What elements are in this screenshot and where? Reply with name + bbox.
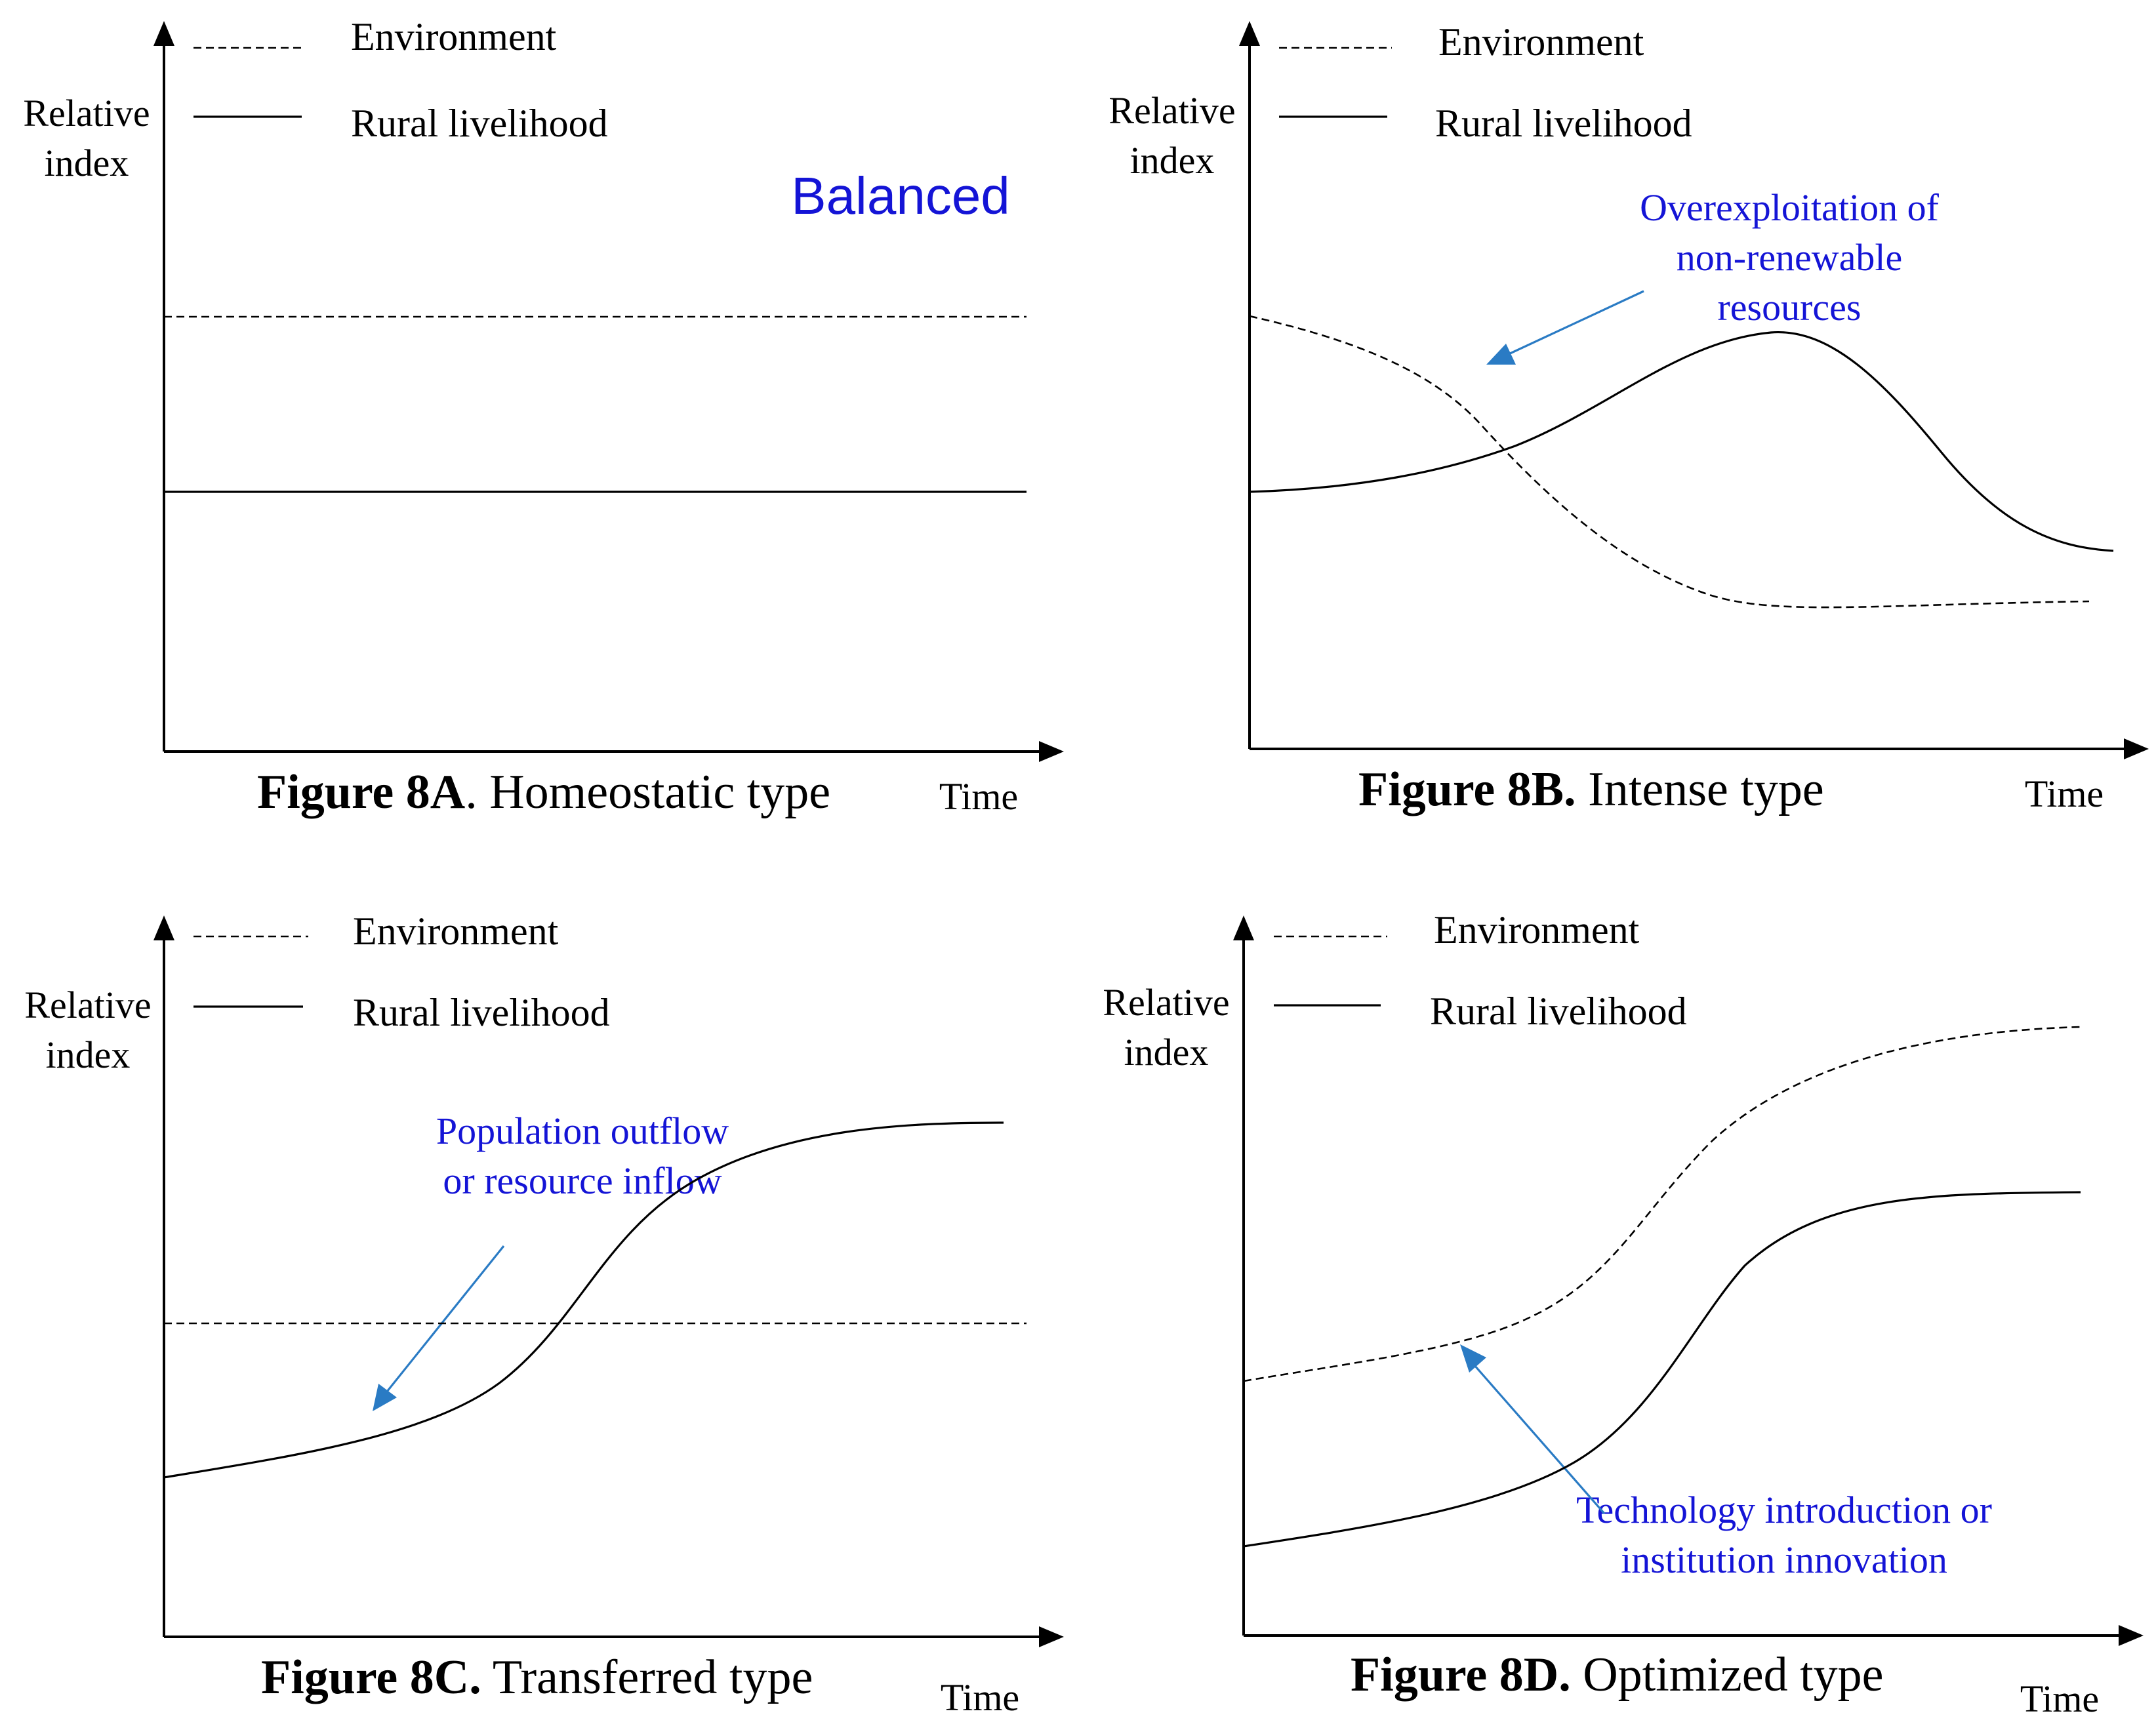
- panel-8b: Relative index Time Environment Rural li…: [1109, 20, 2149, 816]
- legend-environment-label: Environment: [353, 910, 559, 953]
- rural-livelihood-curve: [163, 1121, 1004, 1479]
- legend-environment-label: Environment: [1438, 20, 1644, 64]
- caption-bold: Figure 8A: [257, 765, 465, 819]
- x-axis-arrowhead: [2119, 1625, 2144, 1646]
- panel-caption: Figure 8C. Transferred type: [261, 1651, 813, 1704]
- caption-bold: Figure 8C.: [261, 1651, 481, 1704]
- panel-caption: Figure 8D. Optimized type: [1351, 1648, 1884, 1702]
- y-axis-label-line2: index: [46, 1034, 131, 1076]
- x-axis-arrowhead: [2124, 738, 2149, 759]
- legend-rural-label: Rural livelihood: [353, 991, 610, 1034]
- caption-bold: Figure 8D.: [1351, 1648, 1571, 1702]
- annotation-pointer: [386, 1245, 505, 1393]
- annotation-line2: or resource inflow: [443, 1159, 722, 1202]
- y-axis-arrowhead: [1239, 21, 1260, 46]
- environment-curve: [1243, 1026, 2081, 1382]
- panel-caption: Figure 8B. Intense type: [1358, 763, 1824, 816]
- panel-8c: Relative index Time Environment Rural li…: [24, 910, 1064, 1719]
- y-axis-label-line2: index: [1130, 139, 1215, 182]
- legend-environment-label: Environment: [351, 15, 557, 58]
- caption-rest: . Homeostatic type: [465, 765, 830, 819]
- panel-caption: Figure 8A. Homeostatic type: [257, 765, 830, 819]
- annotation-balanced: Balanced: [791, 167, 1010, 225]
- annotation-pointer-head: [1486, 344, 1516, 365]
- y-axis-label-line2: index: [1124, 1031, 1209, 1074]
- legend-rural-label: Rural livelihood: [351, 102, 608, 145]
- y-axis-label-line1: Relative: [23, 92, 150, 134]
- x-axis-arrowhead: [1039, 1626, 1064, 1647]
- caption-rest: Optimized type: [1571, 1648, 1884, 1702]
- x-axis-label: Time: [941, 1676, 1019, 1719]
- environment-curve: [1249, 315, 2090, 609]
- y-axis-arrowhead: [153, 21, 174, 46]
- y-axis-arrowhead: [153, 915, 174, 940]
- legend-environment-label: Environment: [1434, 908, 1640, 952]
- rural-livelihood-curve: [1249, 331, 2114, 552]
- y-axis-label-line1: Relative: [1103, 981, 1229, 1024]
- y-axis-arrowhead: [1233, 915, 1254, 940]
- annotation-line1: Technology introduction or: [1576, 1489, 1992, 1531]
- panel-8d: Relative index Time Environment Rural li…: [1103, 908, 2144, 1720]
- x-axis-arrowhead: [1039, 741, 1064, 762]
- caption-rest: Transferred type: [481, 1651, 813, 1704]
- legend-rural-label: Rural livelihood: [1435, 102, 1692, 145]
- y-axis-label-line1: Relative: [24, 984, 151, 1026]
- y-axis-label-line2: index: [45, 142, 129, 184]
- annotation-line2: non-renewable: [1677, 236, 1903, 279]
- y-axis-label-line1: Relative: [1109, 89, 1235, 132]
- annotation-line1: Overexploitation of: [1640, 186, 1940, 229]
- x-axis-label: Time: [939, 775, 1018, 818]
- caption-bold: Figure 8B.: [1358, 763, 1576, 816]
- annotation-line2: institution innovation: [1621, 1538, 1947, 1581]
- panel-8a: Relative index Time Environment Rural li…: [23, 15, 1064, 819]
- caption-rest: Intense type: [1576, 763, 1824, 816]
- annotation-pointer: [1508, 290, 1644, 355]
- legend-rural-label: Rural livelihood: [1430, 990, 1687, 1033]
- annotation-pointer-head: [1460, 1344, 1486, 1373]
- annotation-pointer: [1473, 1364, 1606, 1515]
- x-axis-label: Time: [2025, 773, 2104, 815]
- annotation-line1: Population outflow: [436, 1110, 729, 1152]
- annotation-pointer-head: [373, 1384, 397, 1411]
- rural-livelihood-curve: [1243, 1191, 2081, 1548]
- x-axis-label: Time: [2020, 1677, 2099, 1720]
- annotation-line3: resources: [1717, 286, 1861, 329]
